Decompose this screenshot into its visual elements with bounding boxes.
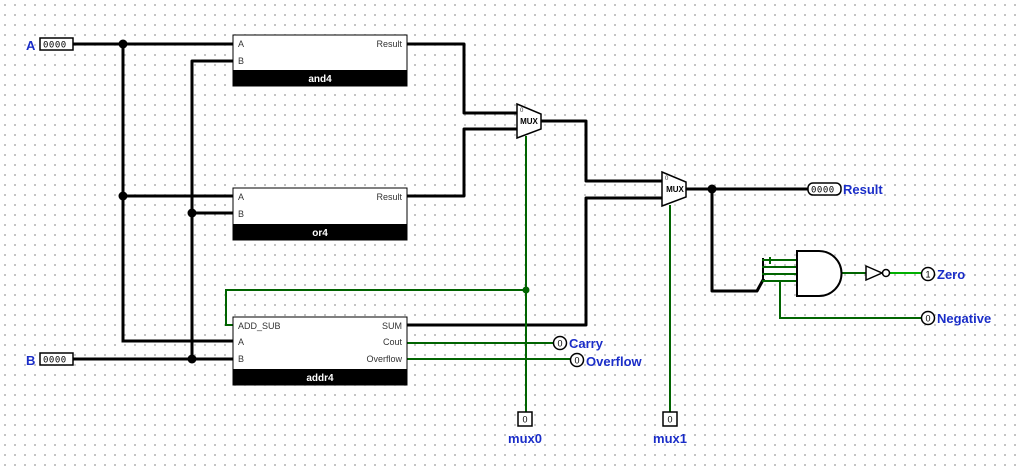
input-b-box (39, 352, 74, 366)
input-mux1-value: 0 (667, 415, 672, 425)
input-b[interactable]: B 0000 (26, 352, 74, 368)
wire-and4-result (405, 42, 519, 115)
output-result-value: 0000 (811, 186, 835, 196)
output-zero-value: 1 (925, 270, 930, 280)
output-zero: 1 Zero (920, 266, 965, 282)
addr4-pin-overflow: Overflow (366, 354, 402, 364)
output-result-label: Result (843, 182, 883, 197)
addr4-pin-add-sub: ADD_SUB (238, 321, 281, 331)
output-negative: 0 Negative (920, 310, 991, 326)
mux1-label: MUX (666, 185, 684, 194)
addr4-title: addr4 (306, 373, 334, 384)
output-carry-value: 0 (557, 339, 562, 349)
input-a[interactable]: A 0000 (26, 37, 74, 53)
junctions (118, 39, 717, 364)
mux0[interactable]: 0 MUX (516, 102, 542, 140)
bus-wires (73, 42, 810, 361)
mux0-label: MUX (520, 117, 538, 126)
wire-add-sub (225, 289, 527, 326)
addr4-pin-b: B (238, 354, 244, 364)
output-carry-label: Carry (569, 336, 604, 351)
addr4-block[interactable]: ADD_SUB A B SUM Cout Overflow addr4 (232, 316, 408, 386)
or4-block[interactable]: A B Result or4 (232, 187, 408, 241)
wire-negative (779, 280, 923, 319)
input-mux0-value: 0 (522, 415, 527, 425)
mux0-input0-label: 0 (520, 108, 524, 114)
input-b-value: 0000 (43, 356, 67, 366)
wire-sum-out (405, 196, 664, 327)
output-negative-label: Negative (937, 311, 991, 326)
and4-pin-b: B (238, 56, 244, 66)
input-a-box (39, 37, 74, 51)
input-b-label: B (26, 353, 35, 368)
wire-b-vertical (190, 59, 235, 361)
output-overflow: 0 Overflow (569, 352, 643, 369)
mux1[interactable]: 0 MUX (661, 170, 687, 208)
or4-pin-result: Result (376, 192, 402, 202)
input-mux0[interactable]: 0 mux0 (508, 411, 542, 446)
zero-and-gate[interactable] (796, 250, 843, 297)
and4-pin-result: Result (376, 39, 402, 49)
not-gate[interactable] (865, 264, 891, 282)
input-mux0-label: mux0 (508, 431, 542, 446)
or4-pin-b: B (238, 209, 244, 219)
input-a-label: A (26, 38, 36, 53)
input-mux1[interactable]: 0 mux1 (653, 411, 687, 446)
input-a-value: 0000 (43, 41, 67, 51)
bit-wires (225, 136, 923, 413)
output-overflow-label: Overflow (586, 354, 643, 369)
addr4-pin-sum: SUM (382, 321, 402, 331)
input-mux1-label: mux1 (653, 431, 687, 446)
wire-mux0-out (539, 119, 664, 183)
or4-pin-a: A (238, 192, 244, 202)
and4-title: and4 (308, 74, 332, 85)
addr4-pin-cout: Cout (383, 337, 403, 347)
output-overflow-value: 0 (574, 356, 579, 366)
or4-title: or4 (312, 228, 328, 239)
output-carry: 0 Carry (552, 335, 604, 351)
addr4-pin-a: A (238, 337, 244, 347)
and4-pin-a: A (238, 39, 244, 49)
wire-or4-result (405, 127, 519, 198)
wire-result-to-splitter (710, 187, 766, 293)
and4-block[interactable]: A B Result and4 (232, 34, 408, 87)
output-negative-value: 0 (925, 314, 930, 324)
output-result: 0000 Result (807, 182, 883, 197)
output-zero-label: Zero (937, 267, 965, 282)
mux1-input0-label: 0 (665, 176, 669, 182)
